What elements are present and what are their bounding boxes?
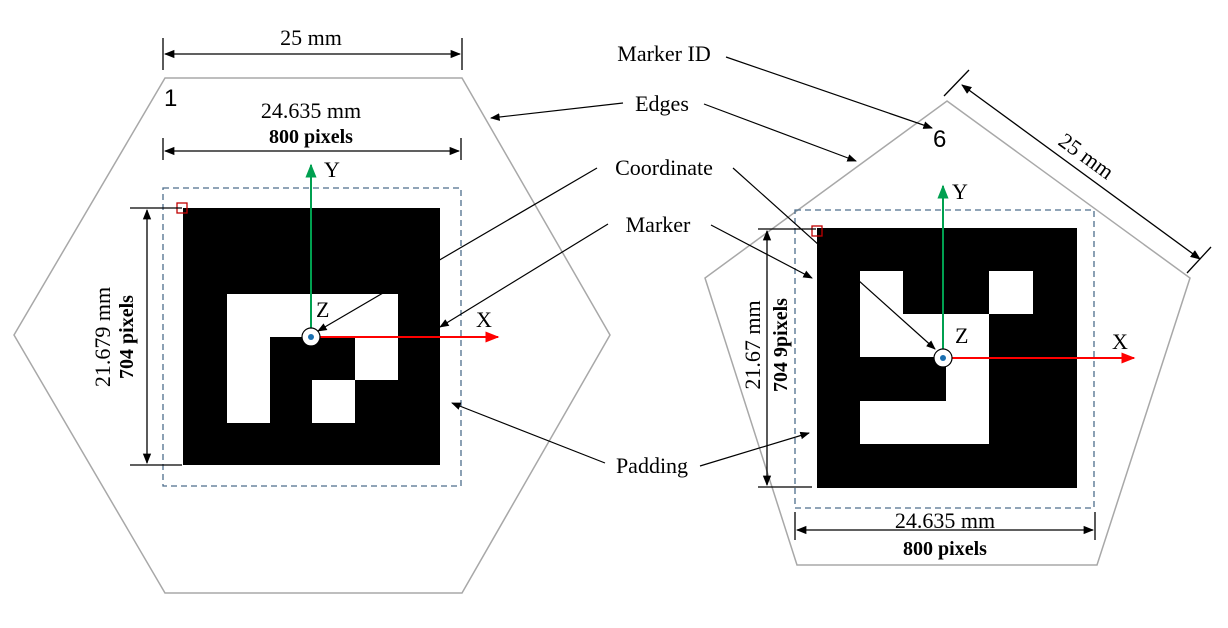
callout-edges-leader-right [703, 103, 857, 162]
callout-edges-label: Edges [635, 91, 689, 116]
hexagon-outline [13, 77, 611, 594]
pentagon-corner-marker [811, 225, 823, 237]
pentagon-origin-dot [940, 355, 946, 361]
pentagon-y-axis-label: Y [952, 179, 968, 204]
callout-edges-leader-left [490, 102, 624, 121]
callout-padding-leader-left [451, 402, 606, 464]
hexagon-height-mm-label: 21.679 mm [90, 287, 115, 387]
hexagon-marker-id: 1 [164, 85, 177, 112]
callout-marker-id-label: Marker ID [617, 41, 710, 66]
pentagon-padding-outline [794, 209, 1095, 509]
pentagon-width-px-label: 800 pixels [903, 538, 987, 560]
callout-coordinate-leader-right [732, 167, 936, 350]
hexagon-width-px-label: 800 pixels [269, 126, 353, 148]
hexagon-aruco-white-cell [312, 380, 355, 423]
pentagon-marker-group: 6 25 mm 21.67 mm 704 9pixels 24.635 mm 8… [704, 69, 1212, 566]
hexagon-aruco-white-cells [227, 294, 398, 423]
pentagon-x-axis-label: X [1112, 329, 1128, 354]
callout-marker-label: Marker [626, 212, 691, 237]
hexagon-padding-outline [162, 187, 462, 487]
callout-coordinate-label: Coordinate [615, 155, 713, 180]
hexagon-origin-dot [308, 334, 314, 340]
hexagon-z-axis-label: Z [316, 297, 329, 322]
callout-coordinate-leader-left [317, 167, 598, 332]
pentagon-height-mm-label: 21.67 mm [740, 300, 765, 389]
callout-marker-id-leader [725, 56, 933, 129]
pentagon-width-mm-label: 24.635 mm [895, 508, 995, 533]
hexagon-x-axis-label: X [476, 307, 492, 332]
callout-marker-leader-right [710, 224, 813, 279]
callout-padding-leader-right [699, 431, 810, 467]
callout-padding-label: Padding [616, 453, 688, 478]
pentagon-height-px-label: 704 9pixels [770, 298, 792, 392]
pentagon-aruco-white-cell [989, 271, 1033, 314]
hexagon-y-axis-label: Y [324, 157, 340, 182]
pentagon-z-axis-label: Z [955, 323, 968, 348]
pentagon-aruco-white-cells [860, 271, 989, 444]
hexagon-edge-length-label: 25 mm [280, 25, 342, 50]
hexagon-height-px-label: 704 pixels [116, 295, 138, 379]
hexagon-width-mm-label: 24.635 mm [261, 98, 361, 123]
pentagon-edge-dimension-line [961, 84, 1201, 260]
callouts: Marker ID Edges Coordinate Marker Paddin… [317, 41, 936, 478]
pentagon-edge-tick-bottom [1186, 246, 1212, 274]
pentagon-edge-tick-top [943, 69, 970, 97]
pentagon-marker-id: 6 [933, 126, 946, 153]
hexagon-marker-group: 1 25 mm 24.635 mm 800 pixels 21.679 mm 7… [13, 25, 611, 594]
callout-marker-leader-left [439, 223, 609, 328]
